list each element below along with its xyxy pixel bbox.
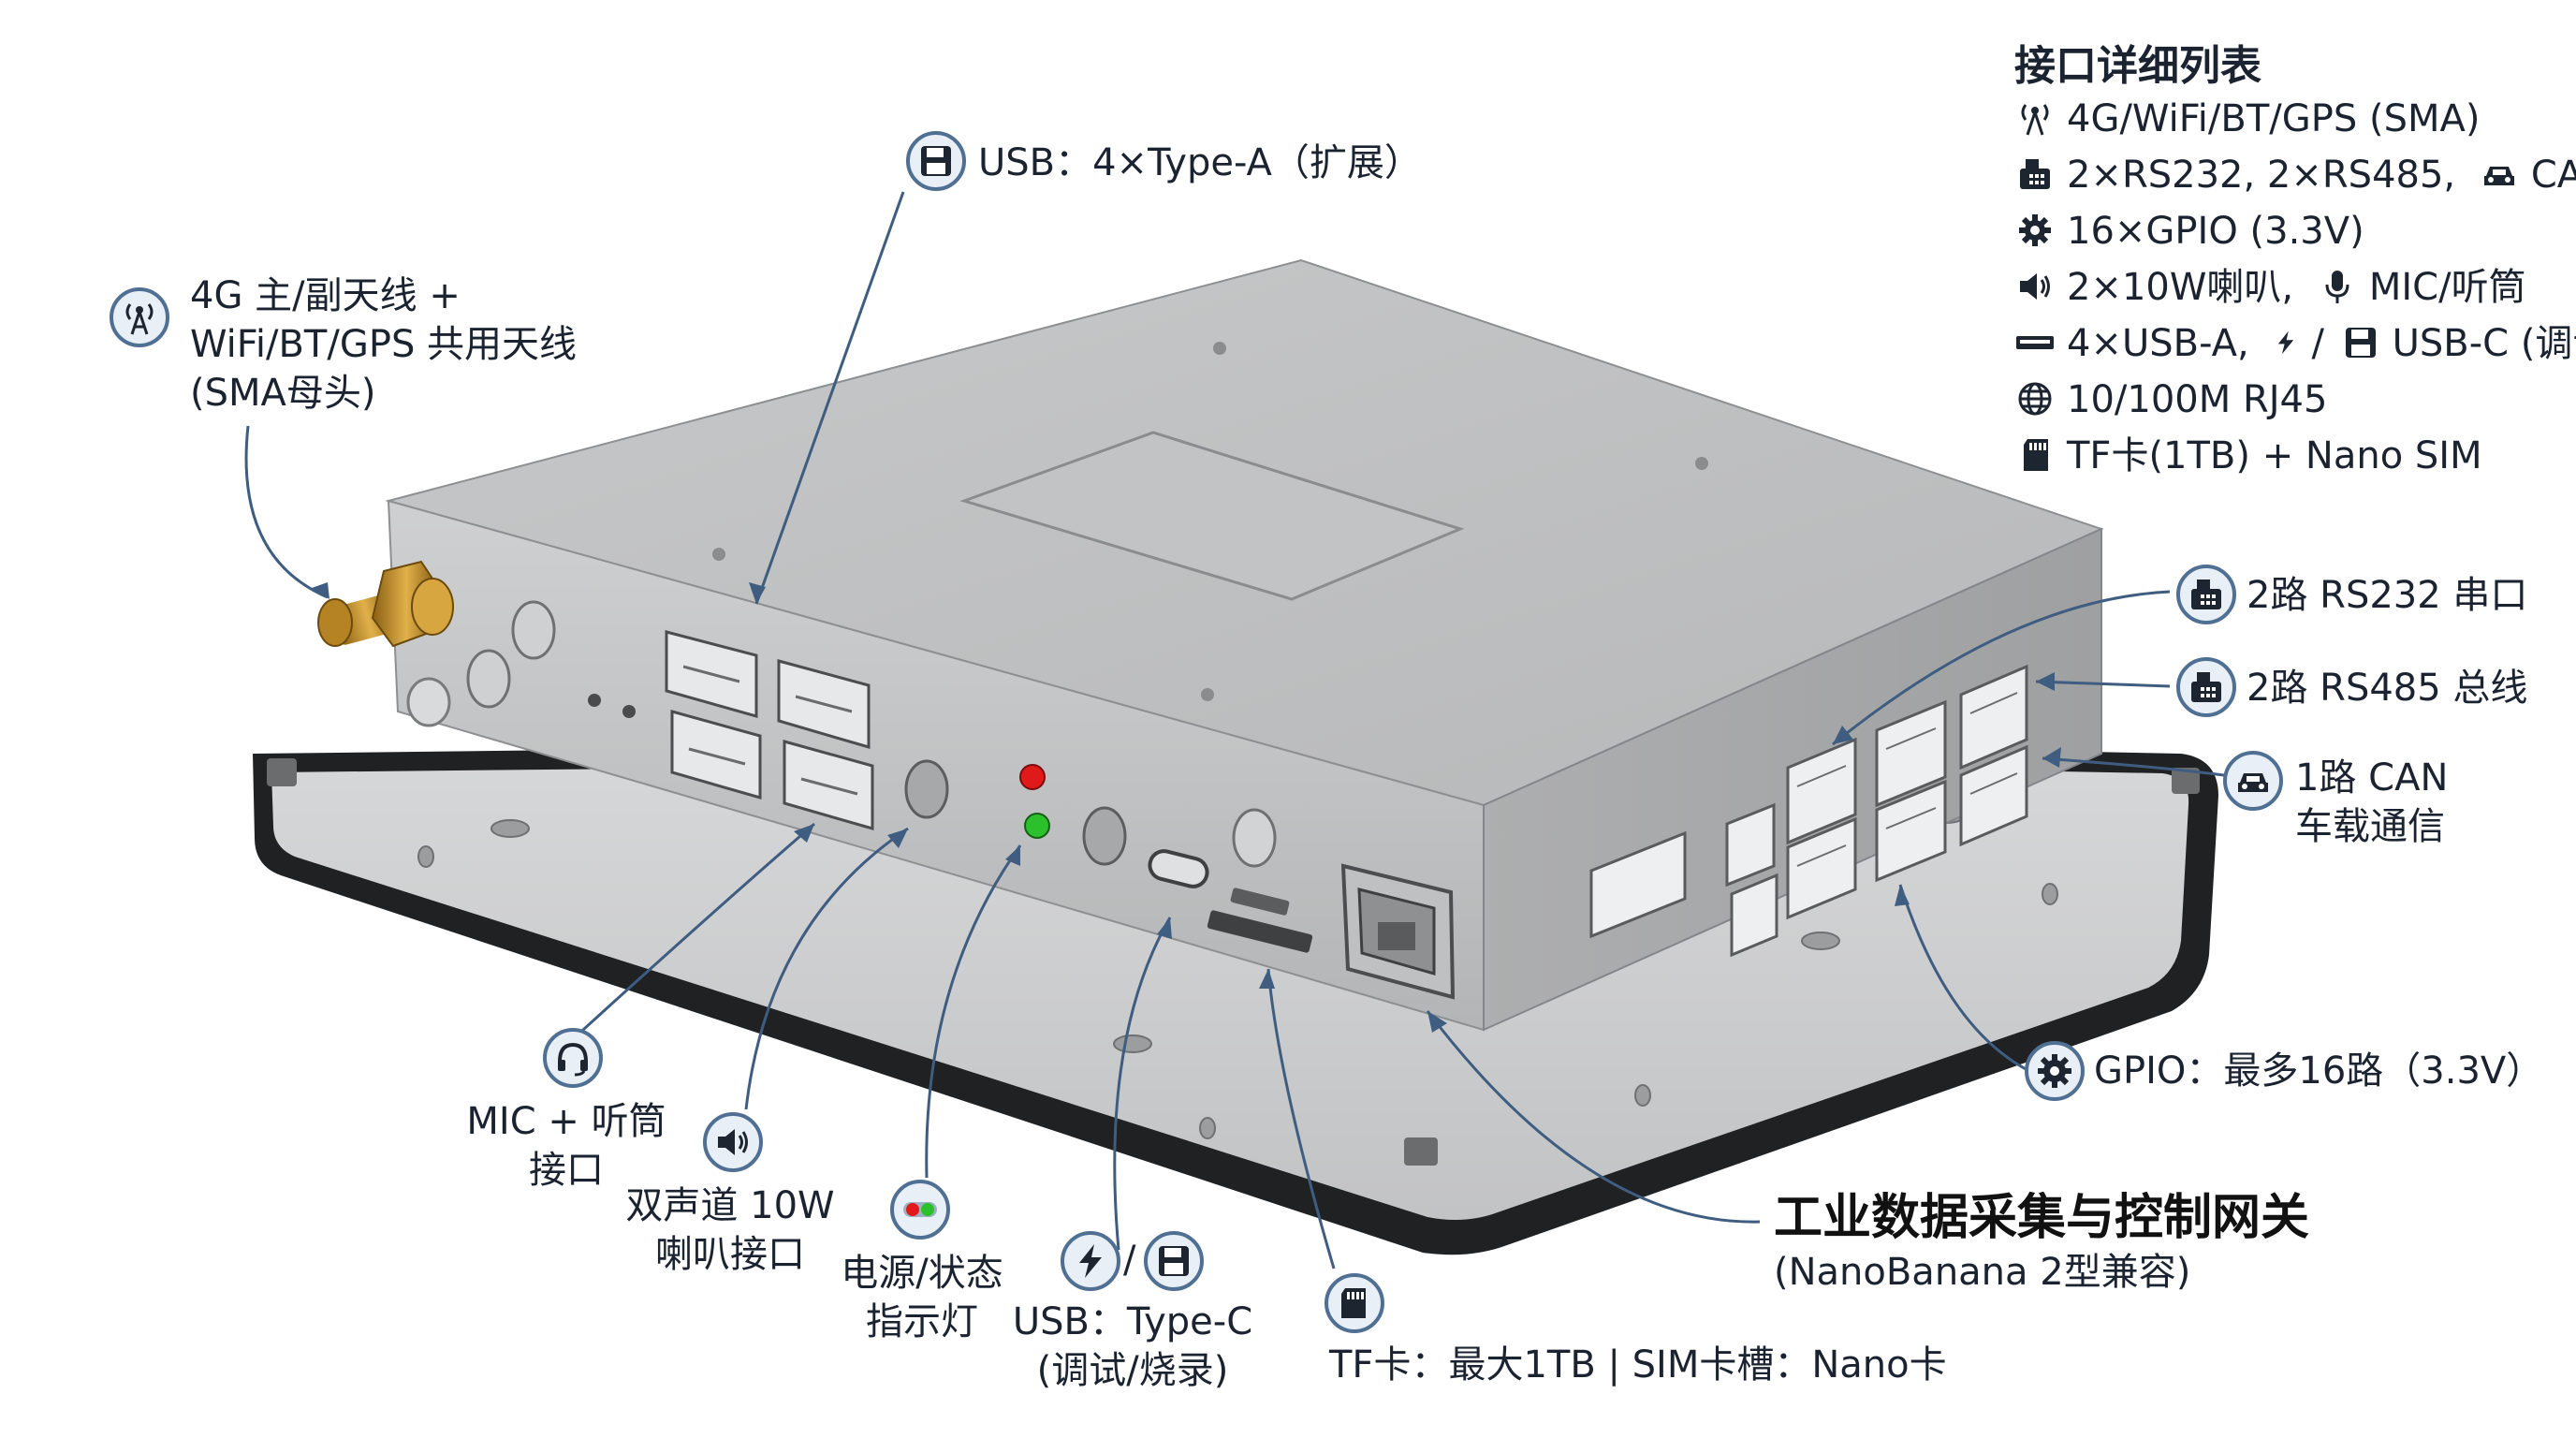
bolt-badge-icon — [1061, 1231, 1120, 1291]
usb-badge-icon — [906, 131, 966, 191]
legend-item-serial: 2×RS232, 2×RS485, CAN — [2014, 152, 2576, 198]
microphone-icon — [2325, 271, 2349, 303]
rs232-label: 2路 RS232 串口 — [2247, 574, 2528, 617]
legend-item-storage: TF卡(1TB) + Nano SIM — [2014, 433, 2482, 479]
antenna-badge-icon — [110, 287, 169, 347]
sdcard-badge-icon — [1325, 1273, 1384, 1333]
legend-item-gpio: 16×GPIO (3.3V) — [2014, 208, 2364, 255]
legend-item-ethernet: 10/100M RJ45 — [2014, 376, 2327, 423]
legend-text-serial: 2×RS232, 2×RS485, — [2067, 154, 2456, 197]
led-red — [1019, 764, 1046, 790]
legend-text-gpio: 16×GPIO (3.3V) — [2067, 210, 2364, 253]
rs232-badge-icon — [2176, 565, 2236, 624]
antenna-label-line1: 4G 主/副天线 + — [190, 274, 461, 317]
legend-title: 接口详细列表 — [2014, 42, 2261, 90]
sma-connector — [317, 560, 454, 648]
globe-icon — [2018, 382, 2052, 416]
legend-item-antenna: 4G/WiFi/BT/GPS (SMA) — [2014, 95, 2480, 142]
speaker-badge-icon — [703, 1112, 763, 1172]
gear-icon — [2019, 214, 2051, 246]
mic-label-line1: MIC + 听筒 — [466, 1100, 666, 1143]
legend-text-can: CAN — [2530, 154, 2576, 197]
legend-text-mic: MIC/听筒 — [2368, 266, 2526, 309]
led-green — [1024, 813, 1050, 839]
floppy-disk-icon — [2345, 328, 2376, 358]
usbc-badge-icon — [1144, 1231, 1204, 1291]
fax-icon — [2020, 159, 2050, 189]
legend-text-storage: TF卡(1TB) + Nano SIM — [2067, 434, 2482, 477]
antenna-icon — [2021, 104, 2049, 136]
gpio-label: GPIO：最多16路（3.3V） — [2094, 1049, 2544, 1093]
legend-text-ethernet: 10/100M RJ45 — [2067, 378, 2328, 421]
speaker-label-line2: 喇叭接口 — [655, 1233, 805, 1276]
terminal-blocks — [1589, 664, 2028, 958]
usbc-label-line2: (调试/烧录) — [1036, 1349, 1229, 1392]
legend-item-usb: 4×USB-A, / USB-C (调试) — [2014, 320, 2576, 367]
antenna-label-line2: WiFi/BT/GPS 共用天线 — [190, 323, 578, 366]
antenna-label-line3: (SMA母头) — [190, 372, 376, 415]
usbc-label-line1: USB：Type-C — [1012, 1300, 1253, 1343]
usbc-separator: / — [1123, 1239, 1136, 1282]
car-badge-icon — [2223, 751, 2283, 811]
usb-stick-icon — [2016, 336, 2054, 349]
leader-arrowheads — [312, 582, 2061, 1033]
mic-label-line2: 接口 — [529, 1149, 604, 1192]
gateway-subtitle: (NanoBanana 2型兼容) — [1774, 1251, 2191, 1294]
car-icon — [2483, 167, 2514, 185]
speaker-icon — [2020, 273, 2050, 300]
headset-badge-icon — [543, 1028, 603, 1088]
rs485-badge-icon — [2176, 657, 2236, 717]
led-label-line1: 电源/状态 — [841, 1252, 1003, 1295]
rs485-label: 2路 RS485 总线 — [2247, 667, 2528, 710]
lightning-bolt-icon — [2278, 330, 2294, 355]
gateway-title: 工业数据采集与控制网关 — [1774, 1190, 2310, 1246]
led-label-line2: 指示灯 — [866, 1300, 978, 1343]
legend-text-antenna: 4G/WiFi/BT/GPS (SMA) — [2067, 97, 2481, 140]
speaker-label-line1: 双声道 10W — [625, 1184, 835, 1227]
front-ports — [317, 560, 1456, 1000]
legend-item-audio: 2×10W喇叭, MIC/听筒 — [2014, 264, 2526, 311]
can-label-line2: 车载通信 — [2295, 805, 2445, 848]
legend-text-usb-sep: / — [2311, 322, 2324, 365]
leader-lines — [244, 191, 2238, 1269]
usb-c-port — [1148, 849, 1209, 888]
legend-text-usba: 4×USB-A, — [2067, 322, 2249, 365]
legend-text-usbc: USB-C (调试) — [2392, 322, 2576, 365]
legend-text-speaker: 2×10W喇叭, — [2067, 266, 2294, 309]
led-badge-icon — [890, 1180, 950, 1240]
gpio-badge-icon — [2025, 1041, 2085, 1101]
can-label-line1: 1路 CAN — [2295, 756, 2449, 800]
sd-card-icon — [2024, 439, 2048, 471]
lid-recess — [959, 431, 1465, 601]
tf-sim-label: TF卡：最大1TB | SIM卡槽：Nano卡 — [1329, 1343, 1947, 1387]
usb-a-label: USB：4×Type-A（扩展） — [978, 141, 1422, 184]
